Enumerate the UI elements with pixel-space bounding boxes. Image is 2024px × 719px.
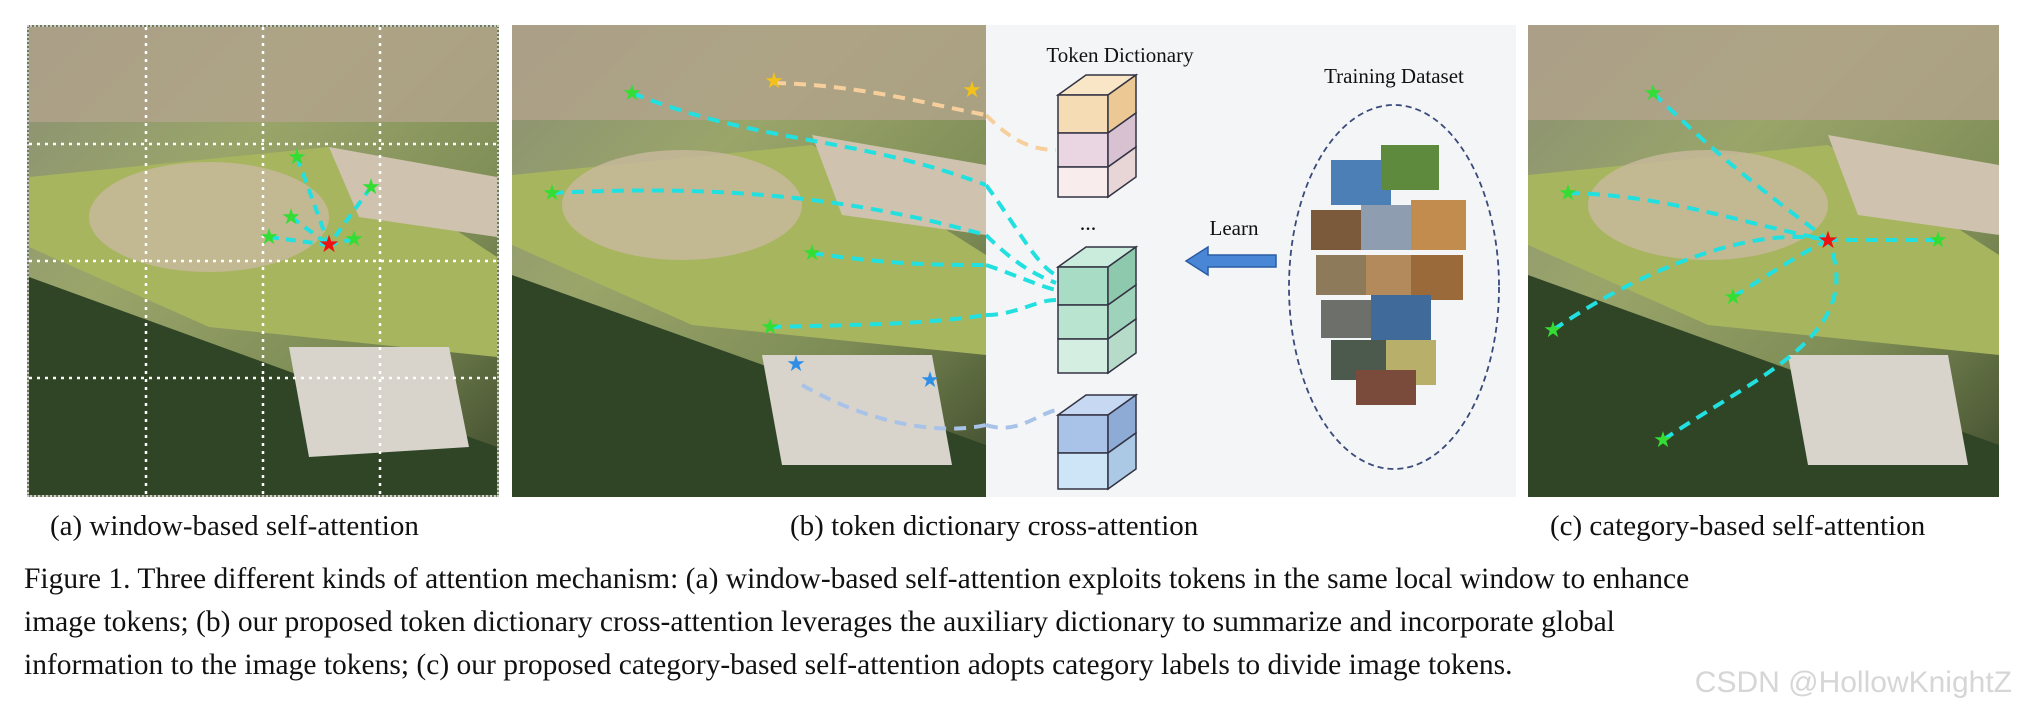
- star-icon: ★: [1558, 180, 1578, 205]
- star-icon: ★: [760, 314, 780, 339]
- star-icon: ★: [764, 68, 784, 93]
- star-icon: ★: [259, 224, 279, 249]
- caption-b: (b) token dictionary cross-attention: [790, 510, 1199, 542]
- star-icon: ★: [1817, 228, 1839, 254]
- ellipsis-label: ...: [1080, 210, 1097, 235]
- star-icon: ★: [920, 367, 940, 392]
- dictionary-diagram-svg: Token Dictionary Training Dataset Learn …: [986, 43, 1500, 491]
- training-dataset-label: Training Dataset: [1324, 64, 1464, 88]
- watermark: CSDN @HollowKnightZ: [1694, 666, 2012, 699]
- category-attention-illustration: ★ ★ ★ ★ ★ ★ ★: [1528, 25, 1999, 497]
- token-dictionary-diagram: Token Dictionary Training Dataset Learn …: [986, 25, 1516, 497]
- image-collage: [1311, 145, 1466, 405]
- star-icon: ★: [1643, 80, 1663, 105]
- window-grid: [29, 27, 497, 495]
- star-icon: ★: [1543, 317, 1563, 342]
- training-dataset-ellipse: [1288, 104, 1500, 470]
- dictionary-attention-photo: ★ ★ ★ ★ ★ ★ ★ ★: [512, 25, 986, 497]
- figure-caption-line: image tokens; (b) our proposed token dic…: [24, 606, 1615, 638]
- star-icon: ★: [542, 180, 562, 205]
- caption-c: (c) category-based self-attention: [1550, 510, 1926, 542]
- figure-caption-line: Figure 1. Three different kinds of atten…: [24, 563, 1690, 595]
- token-block-group-blue: [1055, 393, 1139, 491]
- star-icon: ★: [361, 174, 381, 199]
- panel-a-aerial-image: ★ ★ ★ ★ ★ ★: [27, 25, 499, 497]
- token-dictionary-label: Token Dictionary: [1046, 43, 1194, 67]
- star-icon: ★: [281, 204, 301, 229]
- panel-c-aerial-image: ★ ★ ★ ★ ★ ★ ★: [1528, 25, 1999, 497]
- star-icon: ★: [1653, 427, 1673, 452]
- token-block-group-green: [1055, 245, 1139, 375]
- star-icon: ★: [1928, 227, 1948, 252]
- panel-b-aerial-image: ★ ★ ★ ★ ★ ★ ★ ★: [512, 25, 986, 497]
- token-block-group-orange: [1055, 73, 1139, 199]
- window-attention-illustration: ★ ★ ★ ★ ★ ★: [29, 27, 497, 495]
- star-icon: ★: [318, 232, 340, 258]
- arrow-left-icon: [1184, 245, 1277, 277]
- star-icon: ★: [622, 80, 642, 105]
- learn-label: Learn: [1210, 216, 1259, 240]
- star-icon: ★: [962, 77, 982, 102]
- caption-a: (a) window-based self-attention: [50, 510, 419, 542]
- figure-caption: Figure 1. Three different kinds of atten…: [24, 558, 2004, 687]
- star-icon: ★: [802, 240, 822, 265]
- star-icon: ★: [1723, 284, 1743, 309]
- star-icon: ★: [786, 351, 806, 376]
- figure-caption-line: information to the image tokens; (c) our…: [24, 649, 1513, 681]
- star-icon-group: ★ ★ ★ ★ ★ ★: [259, 144, 381, 258]
- star-icon: ★: [287, 144, 307, 169]
- star-icon: ★: [344, 226, 364, 251]
